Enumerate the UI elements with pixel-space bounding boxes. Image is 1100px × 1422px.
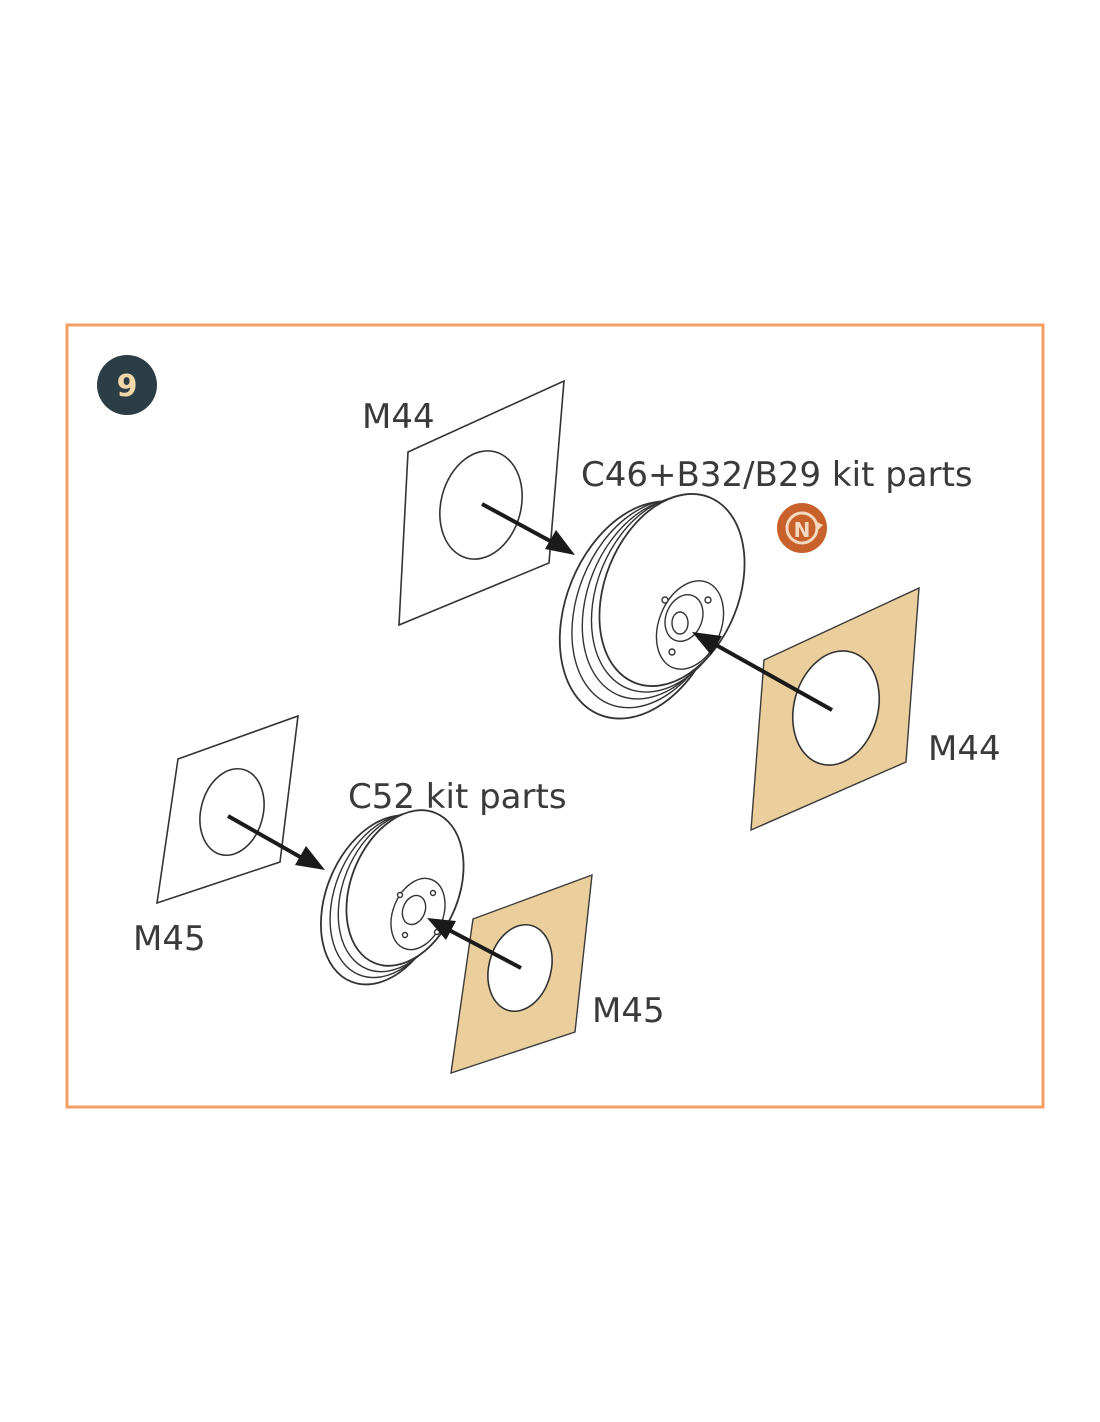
mask-m44-tan (750, 586, 920, 832)
step-frame (65, 323, 1045, 1109)
label-wheel-small: C52 kit parts (348, 777, 567, 817)
mask-m45-tan (450, 873, 593, 1075)
arrow-m45tan-to-wheel (427, 918, 522, 970)
wheel-large (558, 493, 746, 720)
arrow-m45-to-wheel (227, 814, 325, 870)
label-m44-right: M44 (928, 729, 1001, 769)
arrow-m44-to-wheel (481, 502, 575, 555)
orientation-n-icon: N (777, 503, 827, 553)
orientation-n-letter: N (794, 518, 811, 542)
wheel-small (320, 809, 465, 986)
mask-m45-outline (156, 714, 299, 905)
label-m44-top: M44 (362, 397, 435, 437)
label-m45-left: M45 (133, 919, 206, 959)
label-wheel-large: C46+B32/B29 kit parts (581, 455, 973, 495)
arrow-m44tan-to-wheel (692, 632, 833, 712)
label-m45-right: M45 (592, 991, 665, 1031)
step-badge: 9 (97, 355, 157, 415)
step-number: 9 (117, 369, 138, 404)
mask-m44-outline (398, 379, 565, 627)
